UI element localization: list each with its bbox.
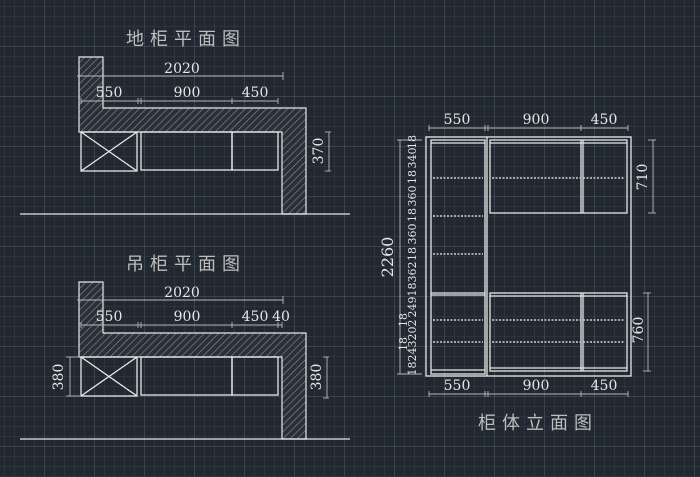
height-label: 18 [406,247,419,261]
dimension-lines [66,296,329,399]
height-label: 362 [406,262,419,283]
dim-450: 450 [242,309,269,325]
dim-top-550: 550 [444,112,471,128]
dim-lower-height: 760 [631,317,647,344]
wall-cabinets [80,356,279,397]
dim-overall: 2020 [164,285,200,301]
elevation-outline [425,136,632,377]
dim-depth-right: 380 [309,364,325,391]
height-label: 18 [406,208,419,222]
height-label: 18 [397,337,410,351]
elevation-title: 柜体立面图 [478,413,598,434]
dim-550: 550 [96,85,123,101]
dim-upper-height: 710 [635,164,651,191]
dim-bottom-900: 900 [523,378,550,394]
height-label: 24918 [406,283,419,318]
cabinet-elevation: 550 900 450 550 900 450 2260 710 760 18 … [378,112,656,434]
wall-plan-title: 吊柜平面图 [126,254,246,275]
dim-total-height: 2260 [378,237,397,278]
dim-depth: 370 [311,138,327,165]
lower-cabinet [489,292,628,372]
height-label: 360 [406,224,419,245]
dim-top-900: 900 [523,112,550,128]
wall-hatch [78,281,307,440]
height-label: 18 [406,170,419,184]
dim-top-450: 450 [591,112,618,128]
shelves [433,177,625,343]
dimension-lines [77,72,331,172]
upper-cabinet [489,139,628,214]
dim-550: 550 [96,309,123,325]
height-label: 18243 [406,341,419,376]
height-label: 360 [406,186,419,207]
height-label: 202 [406,320,419,341]
height-label: 18 [406,135,419,149]
dim-450: 450 [242,85,269,101]
dim-900: 900 [174,85,201,101]
left-height-labels: 18 340 18 360 18 360 18 362 24918 202 18… [397,135,419,376]
wall-hatch [78,56,307,215]
dim-bottom-450: 450 [591,378,618,394]
base-cabinet-plan: 地柜平面图 2020 550 900 450 370 [20,29,350,215]
dim-overall: 2020 [164,61,200,77]
base-plan-title: 地柜平面图 [126,29,246,50]
dim-bottom-550: 550 [444,378,471,394]
base-cabinets [80,131,279,172]
height-label: 340 [406,148,419,169]
dim-900: 900 [174,309,201,325]
height-label: 18 [397,313,410,327]
tall-cabinet [430,139,486,375]
dimension-lines [397,125,656,397]
dim-depth-left: 380 [51,364,67,391]
dim-40: 40 [272,309,290,325]
wall-cabinet-plan: 吊柜平面图 2020 550 900 450 40 380 380 [20,254,350,440]
